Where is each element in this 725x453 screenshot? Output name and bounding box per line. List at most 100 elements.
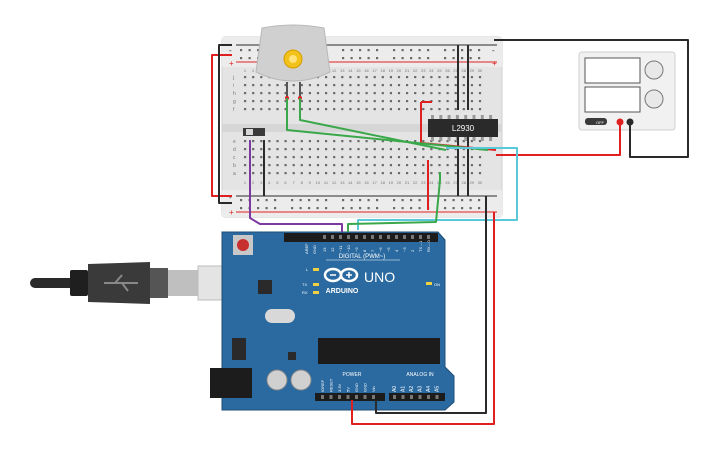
power-jack[interactable] [210, 368, 252, 398]
rail-plus-label-bottom: + [229, 208, 234, 217]
digital-pin-label: ~3 [402, 247, 407, 252]
wire-red-5v[interactable] [351, 212, 495, 425]
digital-pin-label: ~10 [346, 244, 351, 252]
wire-black-left[interactable] [218, 44, 232, 204]
wires[interactable] [211, 39, 689, 425]
wire-green-motor-a[interactable] [286, 98, 489, 151]
wire-red-supply[interactable] [496, 122, 621, 156]
power-pin-label: GND [363, 383, 368, 392]
slide-switch[interactable] [243, 128, 265, 136]
microcontroller-chip [318, 338, 440, 364]
column-number: 28 [461, 68, 466, 73]
motor-driver-chip[interactable]: L2930 [428, 115, 498, 141]
on-led-label: ON [434, 282, 440, 287]
current-knob[interactable] [644, 89, 664, 109]
arduino-logo-icon [323, 267, 359, 283]
current-display [584, 86, 641, 113]
row-letter: i [233, 83, 234, 89]
wire-green-pin[interactable] [347, 172, 441, 232]
power-header[interactable] [315, 393, 385, 401]
column-number: 20 [397, 68, 402, 73]
power-pin-label: Vin [371, 386, 376, 392]
rail-minus-label-bottom: - [229, 193, 232, 202]
column-number: 17 [372, 180, 377, 185]
column-number: 30 [478, 68, 483, 73]
power-pin-label: RESET [329, 378, 334, 392]
column-number: 16 [364, 180, 369, 185]
column-number: 2 [252, 180, 255, 185]
dc-motor[interactable] [255, 24, 331, 100]
rail-plus-label-top: + [229, 59, 234, 68]
digital-pin-label: 8 [362, 249, 367, 252]
rail-plus-label-top-right: + [492, 59, 497, 68]
digital-pin-label: 12 [330, 247, 335, 252]
column-number: 21 [405, 68, 410, 73]
power-pin-label: GND [354, 383, 359, 392]
tx-led-label: TX [302, 282, 307, 287]
digital-pin-label: ~9 [354, 247, 359, 252]
digital-pin-label: 13 [322, 247, 327, 252]
analog-pin-label: A3 [418, 386, 424, 392]
column-number: 30 [478, 180, 483, 185]
column-number: 24 [429, 180, 434, 185]
column-number: 2 [252, 68, 255, 73]
analog-header[interactable] [389, 393, 445, 401]
row-letter: a [233, 171, 236, 177]
power-pin-label: 3.3V [337, 383, 342, 392]
breadboard-labels: jihgfedcba112233445566778899101011111212… [232, 68, 483, 185]
digital-pin-label: TX→1 [418, 240, 423, 252]
column-number: 18 [380, 180, 385, 185]
column-number: 20 [397, 180, 402, 185]
power-pin-label: 5V [346, 387, 351, 392]
power-toggle[interactable] [585, 118, 607, 125]
usb-icon [104, 274, 138, 292]
column-number: 12 [332, 68, 337, 73]
wire-purple[interactable] [249, 140, 343, 232]
model-label: UNO [364, 269, 395, 285]
analog-pin-label: A1 [401, 386, 407, 392]
column-number: 22 [413, 180, 418, 185]
column-number: 15 [356, 68, 361, 73]
digital-header[interactable] [284, 233, 438, 242]
digital-pin-label: 2 [410, 249, 415, 252]
column-number: 1 [244, 68, 247, 73]
column-number: 4 [268, 180, 271, 185]
column-number: 13 [340, 180, 345, 185]
column-number: 12 [332, 180, 337, 185]
column-number: 23 [421, 180, 426, 185]
power-toggle-label: OFF [596, 120, 605, 125]
reset-button[interactable] [237, 239, 249, 251]
column-number: 8 [301, 180, 304, 185]
power-supply[interactable]: OFF [578, 51, 676, 131]
rail-minus-label-top-right: - [492, 46, 495, 55]
wire-red-left[interactable] [211, 54, 232, 197]
column-number: 29 [470, 180, 475, 185]
rx-led-label: RX [302, 290, 308, 295]
column-number: 27 [453, 68, 458, 73]
column-number: 16 [364, 68, 369, 73]
wire-black-supply[interactable] [494, 39, 689, 158]
aref-label: AREF [304, 243, 309, 254]
voltage-display [584, 57, 641, 84]
digital-pin-label: ~5 [386, 247, 391, 252]
row-letter: d [233, 147, 236, 153]
column-number: 13 [340, 68, 345, 73]
column-number: 27 [453, 180, 458, 185]
column-number: 19 [389, 180, 394, 185]
column-number: 1 [244, 180, 247, 185]
column-number: 14 [348, 68, 353, 73]
analog-pin-label: A0 [392, 386, 398, 392]
digital-header-label: DIGITAL (PWM~) [339, 254, 386, 260]
breadboard[interactable]: jihgfedcba112233445566778899101011111212… [221, 36, 503, 218]
l-led-label: L [306, 267, 309, 272]
column-number: 10 [316, 180, 321, 185]
column-number: 24 [429, 68, 434, 73]
row-letter: h [233, 91, 236, 97]
voltage-knob[interactable] [644, 60, 664, 80]
gnd-label: GND [312, 245, 317, 254]
wire-green-motor-b[interactable] [299, 98, 447, 151]
column-number: 21 [405, 180, 410, 185]
column-number: 26 [445, 180, 450, 185]
wire-black-gnd[interactable] [375, 196, 487, 414]
